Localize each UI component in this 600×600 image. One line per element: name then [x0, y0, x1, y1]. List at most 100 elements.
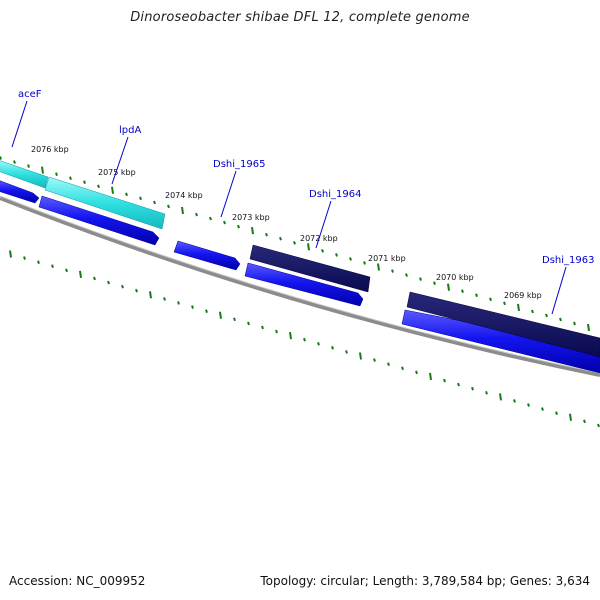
major-tick [517, 303, 520, 311]
major-tick [377, 263, 380, 271]
minor-tick [247, 321, 250, 326]
minor-tick [419, 277, 422, 281]
minor-tick [153, 200, 156, 205]
gene-feature-1[interactable] [0, 180, 40, 204]
minor-tick [27, 164, 30, 168]
minor-tick [93, 276, 96, 281]
kbp-label: 2073 kbp [232, 213, 270, 222]
gene-feature-4[interactable] [244, 262, 364, 307]
minor-tick [503, 301, 506, 306]
minor-tick [223, 220, 226, 225]
major-tick [429, 372, 432, 381]
gene-feature-dshi-1964[interactable] [249, 244, 371, 293]
gene-feature-dshi-1965[interactable] [173, 240, 241, 271]
gene-feature-2[interactable] [38, 195, 160, 246]
leader-line-lpda [111, 136, 129, 185]
minor-tick [293, 240, 296, 245]
minor-tick [209, 216, 212, 221]
minor-tick [373, 358, 376, 362]
minor-tick [457, 382, 460, 387]
kbp-label: 2071 kbp [368, 254, 406, 263]
major-tick [307, 243, 310, 251]
minor-tick [37, 260, 40, 264]
minor-tick [513, 399, 516, 403]
minor-tick [475, 293, 478, 298]
minor-tick [345, 350, 348, 354]
gene-feature-lpda[interactable] [44, 176, 166, 230]
minor-tick [265, 232, 268, 237]
minor-tick [471, 386, 474, 391]
major-tick [289, 331, 292, 340]
minor-tick [415, 370, 418, 375]
minor-tick [125, 192, 128, 197]
minor-tick [485, 390, 488, 395]
minor-tick [545, 313, 548, 318]
major-tick [181, 206, 184, 215]
minor-tick [597, 423, 600, 428]
leader-line-dshi-1964 [315, 200, 332, 249]
genome-summary-text: Topology: circular; Length: 3,789,584 bp… [260, 574, 590, 588]
outer-tick-track [0, 156, 590, 332]
kbp-label: 2070 kbp [436, 273, 474, 282]
major-tick [41, 166, 44, 174]
minor-tick [527, 403, 530, 407]
gene-label-dshi-1965[interactable]: Dshi_1965 [213, 159, 265, 170]
major-tick [359, 352, 362, 360]
minor-tick [51, 264, 54, 269]
minor-tick [233, 317, 236, 322]
minor-tick [195, 212, 198, 217]
gene-feature-dshi-1963[interactable] [406, 291, 600, 358]
gene-label-lpda[interactable]: lpdA [119, 125, 141, 136]
minor-tick [121, 284, 124, 289]
kbp-label: 2076 kbp [31, 145, 69, 154]
genome-backbone [0, 196, 600, 377]
minor-tick [23, 256, 26, 260]
minor-tick [97, 184, 100, 189]
minor-tick [205, 309, 208, 313]
minor-tick [191, 305, 194, 309]
major-tick [219, 311, 222, 319]
major-tick [149, 291, 152, 299]
major-tick [499, 393, 502, 401]
major-tick [587, 323, 590, 332]
major-tick [251, 227, 254, 235]
minor-tick [139, 196, 142, 201]
minor-tick [303, 337, 306, 342]
gene-label-acef[interactable]: aceF [18, 89, 42, 100]
minor-tick [163, 297, 166, 301]
kbp-label: 2075 kbp [98, 168, 136, 177]
minor-tick [167, 204, 170, 209]
minor-tick [13, 160, 16, 164]
minor-tick [0, 156, 2, 160]
minor-tick [177, 301, 180, 305]
gene-label-dshi-1964[interactable]: Dshi_1964 [309, 189, 361, 200]
major-tick [79, 270, 82, 279]
minor-tick [135, 288, 138, 293]
gene-label-dshi-1963[interactable]: Dshi_1963 [542, 255, 594, 266]
minor-tick [433, 281, 436, 285]
minor-tick [489, 297, 492, 302]
minor-tick [321, 249, 324, 253]
leader-line-dshi-1963 [551, 266, 567, 315]
minor-tick [279, 236, 282, 241]
leader-line-acef [11, 100, 28, 148]
minor-tick [275, 329, 278, 334]
minor-tick [573, 321, 576, 326]
minor-tick [405, 273, 408, 277]
major-tick [447, 283, 450, 291]
minor-tick [583, 419, 586, 424]
minor-tick [107, 280, 110, 285]
major-tick [569, 413, 572, 421]
genome-title: Dinoroseobacter shibae DFL 12, complete … [130, 10, 470, 25]
accession-text: Accession: NC_009952 [9, 574, 146, 588]
minor-tick [461, 289, 464, 294]
minor-tick [261, 325, 264, 330]
inner-tick-track [9, 250, 600, 428]
gene-feature-acef[interactable] [0, 160, 49, 189]
minor-tick [401, 366, 404, 371]
minor-tick [335, 253, 338, 257]
minor-tick [237, 224, 240, 229]
minor-tick [55, 172, 58, 176]
minor-tick [363, 261, 366, 265]
